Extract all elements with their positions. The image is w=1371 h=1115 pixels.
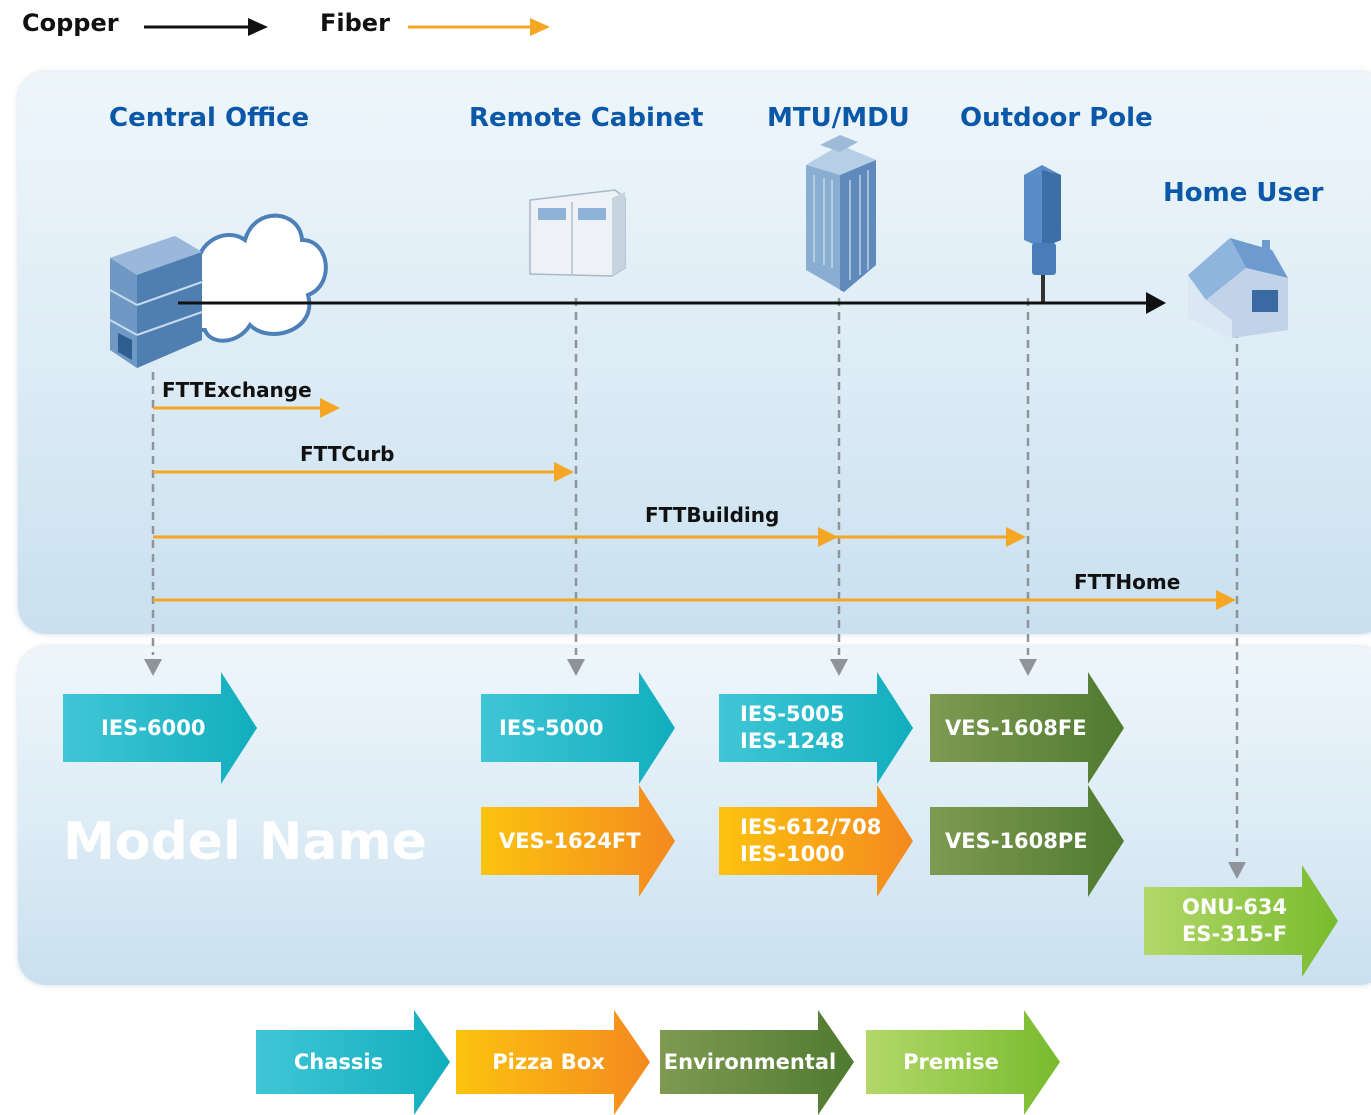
fiber-arrowhead-building-pole xyxy=(1006,527,1026,547)
legend-copper-arrow xyxy=(144,18,268,36)
location-outdoor-pole: Outdoor Pole xyxy=(960,103,1153,133)
drop-arrowhead-central-office xyxy=(144,659,162,676)
category-label: Chassis xyxy=(293,1050,384,1074)
copper-arrowhead xyxy=(1146,292,1166,314)
model-ves-1608pe: VES-1608PE xyxy=(930,785,1124,897)
fiber-arrowhead-home xyxy=(1216,590,1236,610)
model-label: ONU-634 xyxy=(1182,895,1288,919)
location-home-user: Home User xyxy=(1163,178,1324,208)
ftt-building-label: FTTBuilding xyxy=(645,503,780,527)
model-name-title: Model Name xyxy=(63,812,427,872)
ftt-home-label: FTTHome xyxy=(1074,570,1181,594)
model-label: IES-5000 xyxy=(499,715,604,740)
location-mtu-mdu: MTU/MDU xyxy=(767,103,910,133)
drop-arrowhead-remote-cabinet xyxy=(567,659,585,676)
model-label: IES-1248 xyxy=(740,729,845,753)
fiber-arrowhead-building-mtu xyxy=(818,527,838,547)
drop-arrowhead-mtu-mdu xyxy=(830,659,848,676)
model-ies-5000: IES-5000 xyxy=(481,672,675,784)
category-label: Environmental xyxy=(663,1050,837,1074)
model-label: IES-1000 xyxy=(740,842,845,866)
legend-fiber-arrow xyxy=(408,18,550,36)
house-icon xyxy=(1188,238,1288,338)
ftt-curb-label: FTTCurb xyxy=(300,442,395,466)
fiber-arrowhead-exchange xyxy=(320,398,340,418)
tower-building-icon xyxy=(806,135,876,292)
category-environmental: Environmental xyxy=(660,1010,854,1115)
model-label: VES-1624FT xyxy=(499,828,641,853)
model-label: VES-1608PE xyxy=(945,828,1088,853)
category-chassis: Chassis xyxy=(256,1010,450,1115)
category-premise: Premise xyxy=(866,1010,1060,1115)
category-label: Pizza Box xyxy=(492,1050,605,1074)
model-ves-1624ft: VES-1624FT xyxy=(481,785,675,897)
model-label: VES-1608FE xyxy=(945,715,1087,740)
pole-icon xyxy=(1024,165,1061,302)
legend-fiber-label: Fiber xyxy=(320,9,390,37)
model-ies-6000: IES-6000 xyxy=(63,672,257,784)
legend-copper-label: Copper xyxy=(22,9,119,37)
office-building-cloud-icon xyxy=(109,213,328,368)
model-label: IES-6000 xyxy=(101,715,206,740)
model-label: ES-315-F xyxy=(1182,922,1288,946)
model-ves-1608fe: VES-1608FE xyxy=(930,672,1124,784)
fiber-arrowhead-curb xyxy=(554,462,574,482)
cabinet-icon xyxy=(529,189,626,277)
category-pizza-box: Pizza Box xyxy=(456,1010,650,1115)
model-label: IES-5005 xyxy=(740,702,845,726)
drop-arrowhead-home-user xyxy=(1228,862,1246,879)
model-label: IES-612/708 xyxy=(740,815,882,839)
drop-arrowhead-outdoor-pole xyxy=(1019,659,1037,676)
location-central-office: Central Office xyxy=(109,103,310,133)
ftt-exchange-label: FTTExchange xyxy=(162,378,312,402)
category-label: Premise xyxy=(903,1050,999,1074)
topology-panel xyxy=(18,72,1371,634)
location-remote-cabinet: Remote Cabinet xyxy=(469,103,704,133)
